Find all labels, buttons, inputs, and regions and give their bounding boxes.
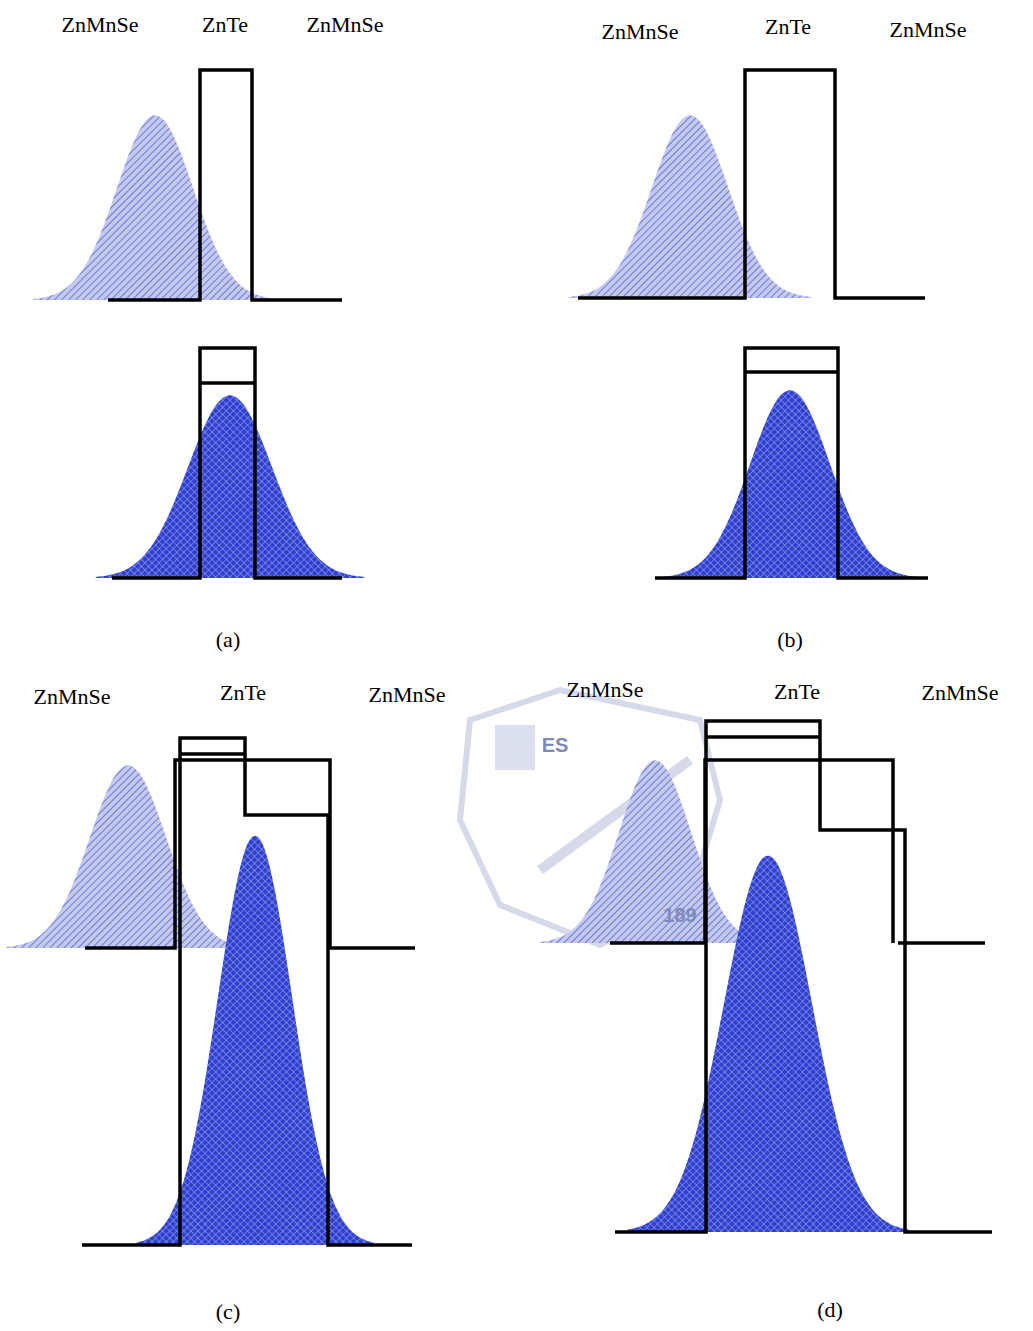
wavefunction-profile	[627, 856, 909, 1232]
panel-label: (d)	[817, 1298, 843, 1322]
panel-label: (a)	[216, 628, 240, 652]
layer-label: ZnMnSe	[62, 13, 139, 37]
watermark-text: ES	[542, 734, 569, 756]
wavefunction-profile	[33, 115, 276, 300]
band-edge	[655, 348, 928, 578]
wavefunction-profile	[568, 115, 811, 298]
layer-label: ZnMnSe	[34, 685, 111, 709]
wavefunction-profile	[137, 836, 374, 1245]
wavefunction-profile	[6, 765, 249, 948]
band-edge	[112, 348, 342, 578]
band-edge	[82, 738, 412, 1245]
band-edge	[180, 752, 245, 756]
wavefunction-profile	[540, 760, 770, 943]
band-edge	[200, 381, 255, 385]
band-edge	[745, 370, 838, 374]
watermark-text: 189	[663, 904, 696, 926]
band-edge	[615, 721, 992, 1232]
layer-label: ZnMnSe	[307, 13, 384, 37]
wavefunction-profile	[96, 395, 365, 578]
layer-label: ZnTe	[202, 13, 248, 37]
layer-label: ZnMnSe	[369, 683, 446, 707]
layer-label: ZnMnSe	[567, 678, 644, 702]
panel-label: (c)	[216, 1300, 240, 1324]
layer-label: ZnMnSe	[602, 20, 679, 44]
wavefunction-profile	[662, 390, 918, 578]
band-edge	[108, 70, 342, 300]
band-edge	[578, 70, 925, 298]
layer-label: ZnTe	[774, 680, 820, 704]
band-edge	[706, 735, 820, 739]
watermark-block	[495, 725, 535, 770]
layer-label: ZnMnSe	[890, 18, 967, 42]
band-edge	[85, 760, 415, 948]
band-edge	[898, 941, 985, 945]
band-edge	[610, 760, 893, 943]
layer-label: ZnTe	[765, 15, 811, 39]
layer-label: ZnMnSe	[922, 681, 999, 705]
panel-label: (b)	[777, 628, 803, 652]
layer-label: ZnTe	[220, 681, 266, 705]
